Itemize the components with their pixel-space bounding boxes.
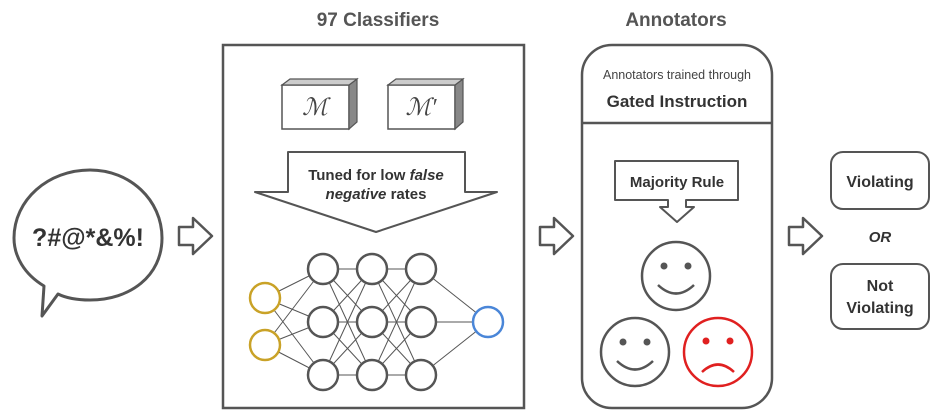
- tuning-line2: rates: [386, 186, 426, 203]
- hidden-node: [404, 305, 438, 339]
- arrow-right-icon: [177, 216, 214, 256]
- classifiers-title: 97 Classifiers: [317, 10, 440, 31]
- hidden-node: [355, 358, 389, 392]
- tuning-line2-emphasis: negative: [326, 186, 387, 203]
- hidden-node: [306, 252, 340, 286]
- majority-rule-callout: [614, 160, 739, 223]
- annotators-subtitle: Annotators trained through: [603, 68, 751, 82]
- not-violating-line2: Violating: [846, 300, 913, 317]
- model-m-label: ℳ: [302, 95, 331, 121]
- tuning-line1-emphasis: false: [410, 167, 444, 184]
- sad-face-icon: [682, 316, 754, 388]
- hidden-node: [404, 252, 438, 286]
- tuning-label: Tuned for low false: [308, 167, 444, 184]
- violating-box: [830, 151, 930, 210]
- happy-face-icon: [640, 240, 712, 312]
- model-box-m: ℳ: [280, 77, 359, 131]
- annotators-title: Annotators: [625, 10, 726, 31]
- or-label: OR: [869, 229, 892, 246]
- hidden-node: [306, 305, 340, 339]
- tuning-down-arrow: [254, 151, 498, 233]
- input-speech-bubble: ?#@*&%!: [12, 168, 164, 318]
- hidden-node: [404, 358, 438, 392]
- hidden-node: [355, 252, 389, 286]
- model-box-m-prime: ℳ′: [386, 77, 465, 131]
- tuning-label-2: negative rates: [326, 186, 427, 203]
- network-edge: [371, 268, 422, 376]
- input-node: [248, 281, 282, 315]
- happy-face-icon: [599, 316, 671, 388]
- output-node: [471, 305, 505, 339]
- profanity-text: ?#@*&%!: [32, 224, 144, 252]
- network-edge: [322, 268, 373, 376]
- neural-network-nodes: [248, 252, 505, 392]
- annotators-method: Gated Instruction: [607, 92, 748, 111]
- hidden-node: [306, 358, 340, 392]
- majority-rule-label: Majority Rule: [630, 174, 724, 191]
- not-violating-line1: Not: [867, 278, 894, 295]
- hidden-node: [355, 305, 389, 339]
- tuning-line1: Tuned for low: [308, 167, 409, 184]
- not-violating-box: [830, 263, 930, 330]
- model-m-prime-label: ℳ′: [406, 95, 438, 121]
- violating-label: Violating: [846, 174, 913, 191]
- arrow-right-icon: [538, 216, 575, 256]
- arrow-right-icon: [787, 216, 824, 256]
- input-node: [248, 328, 282, 362]
